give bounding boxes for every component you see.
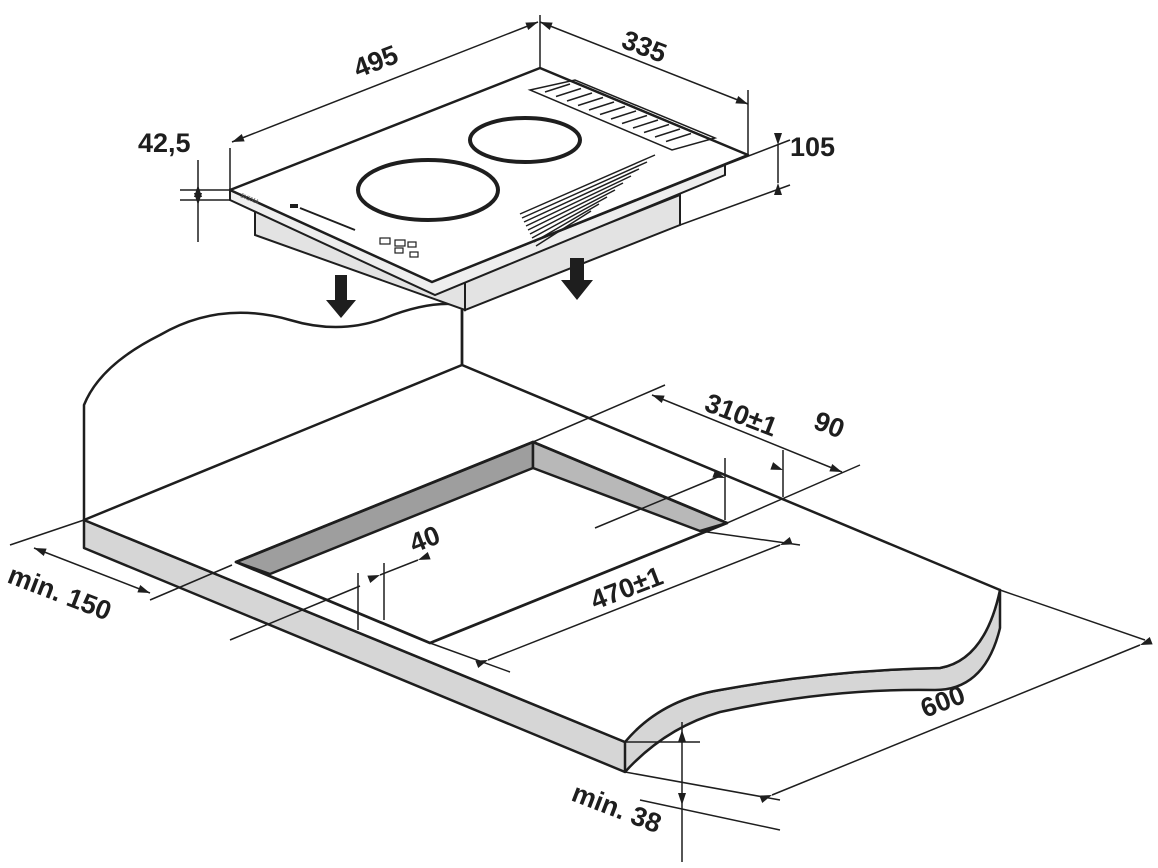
dim-side-clearance: min. 150	[4, 560, 116, 627]
arrow-head	[1140, 636, 1153, 645]
glass-stripe	[525, 175, 632, 227]
arrow-head	[712, 470, 725, 478]
vent-slot	[599, 105, 626, 116]
dim-hob-depth: 335	[618, 25, 671, 69]
arrow-head	[137, 584, 150, 593]
glass-stripe	[535, 210, 592, 247]
arrow-head	[367, 575, 380, 584]
arrow-head	[829, 463, 842, 472]
down-arrow-left	[326, 275, 356, 318]
arrow-head	[780, 536, 793, 545]
vent-slot	[621, 114, 648, 125]
glass-stripe	[519, 154, 656, 215]
arrow-head	[678, 793, 686, 805]
arrow-head	[540, 22, 553, 31]
glass-stripe	[523, 168, 640, 223]
arrow-head	[194, 193, 202, 205]
cooking-zone-front	[356, 158, 500, 222]
vent-slot	[544, 83, 571, 93]
arrow-head	[770, 462, 783, 470]
glass-stripe	[529, 189, 616, 235]
glass-stripe	[531, 196, 608, 239]
arrow-head	[774, 183, 782, 195]
dim-glass-thickness: 42,5	[138, 128, 191, 158]
arrow-head	[475, 660, 488, 669]
worktop-top-surface	[82, 363, 1002, 744]
cooking-zone-rear	[468, 116, 582, 164]
dim-rear-margin: 90	[810, 406, 849, 445]
worktop	[82, 302, 1002, 774]
dim-total-height: 105	[790, 132, 835, 162]
worktop-back-wall	[82, 302, 464, 520]
glass-stripe	[533, 203, 600, 243]
down-arrow-right	[561, 258, 593, 300]
dim-cutout-depth: 310±1	[701, 388, 782, 443]
vent-slot	[643, 123, 670, 134]
vent-grille	[527, 79, 718, 151]
vent-slot	[665, 132, 692, 143]
arrow-head	[34, 548, 47, 557]
arrow-head	[678, 730, 686, 742]
arrow-head	[735, 95, 748, 104]
arrow-head	[652, 395, 665, 404]
vent-slot	[610, 110, 637, 120]
vent-slot	[566, 92, 593, 102]
glass-stripe	[527, 182, 624, 231]
vent-slot	[588, 101, 615, 111]
dim-worktop-thickness: min. 38	[568, 778, 666, 839]
vent-slot	[632, 119, 659, 129]
vent-slot	[555, 87, 582, 98]
control-panel	[290, 204, 419, 258]
arrow-head	[774, 133, 782, 145]
vent-slot	[654, 128, 681, 138]
placement-arrows	[326, 258, 593, 318]
arrow-head	[525, 22, 538, 31]
vent-slot	[577, 96, 604, 107]
arrow-head	[232, 133, 245, 142]
dim-hob-width: 495	[349, 39, 402, 83]
arrow-head	[418, 551, 431, 560]
glass-stripe	[521, 161, 648, 219]
arrow-head	[759, 795, 772, 804]
